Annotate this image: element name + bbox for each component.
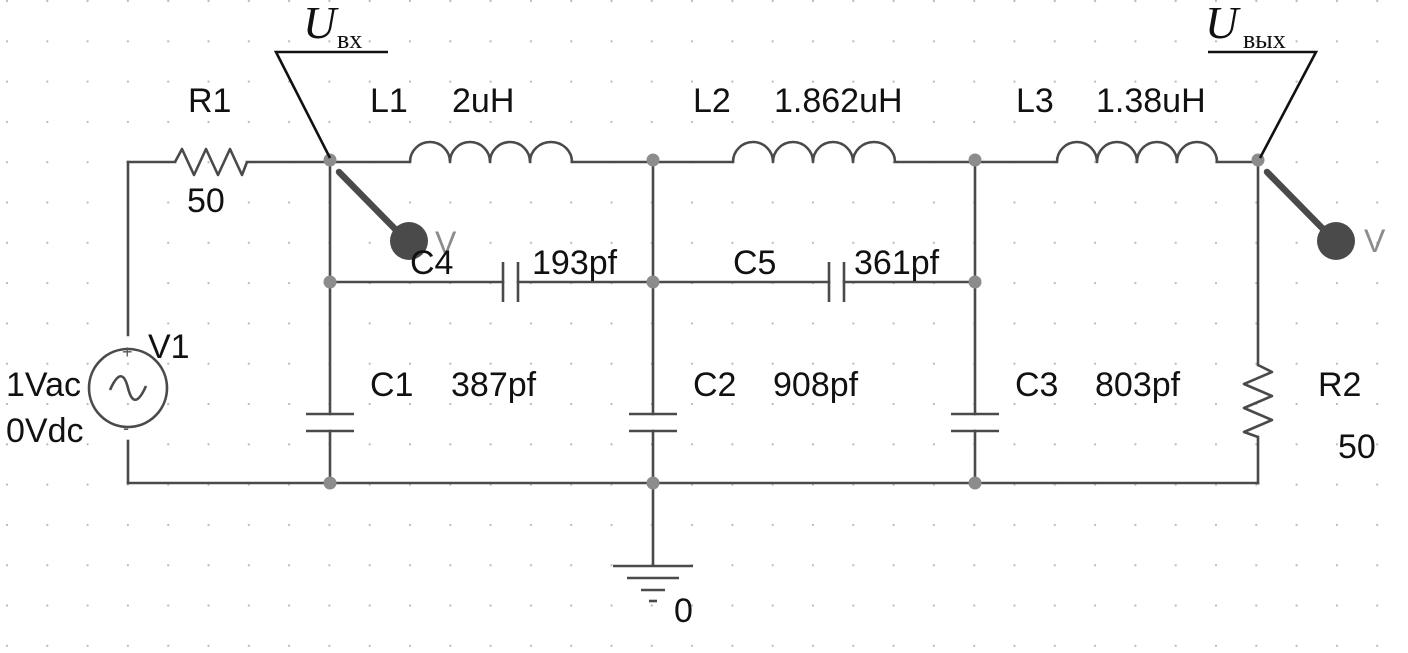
voltage-probe-output[interactable]: V <box>1263 168 1386 260</box>
c1-value: 387pf <box>451 366 537 404</box>
capacitor-c2[interactable] <box>629 412 677 433</box>
c4-value: 193pf <box>532 244 618 282</box>
v1-name: V1 <box>148 328 190 366</box>
l2-value: 1.862uH <box>774 82 903 120</box>
u-output-symbol: U <box>1205 0 1241 48</box>
u-input-subscript: вх <box>337 25 362 54</box>
resistor-r2[interactable] <box>1242 363 1274 439</box>
c3-name: C3 <box>1015 366 1058 404</box>
r2-name: R2 <box>1318 366 1361 404</box>
callout-u-input: U вх <box>273 0 388 159</box>
r1-value: 50 <box>187 182 225 220</box>
inductor-l2[interactable] <box>731 140 897 164</box>
c1-name: C1 <box>370 366 413 404</box>
c4-name: C4 <box>410 244 453 282</box>
capacitor-c5[interactable] <box>827 262 846 302</box>
callout-u-output: U вых <box>1205 0 1319 159</box>
capacitor-c4[interactable] <box>501 262 520 302</box>
probe-input-marker: V <box>435 225 457 261</box>
inductor-l3[interactable] <box>1055 140 1219 164</box>
voltage-source-v1[interactable]: + - <box>87 342 169 438</box>
c5-name: C5 <box>733 244 776 282</box>
resistor-r1[interactable] <box>173 147 249 177</box>
u-input-symbol: U <box>303 0 339 48</box>
l3-name: L3 <box>1016 82 1054 120</box>
inductor-l1[interactable] <box>408 140 574 164</box>
l1-name: L1 <box>370 82 408 120</box>
c2-name: C2 <box>693 366 736 404</box>
r1-name: R1 <box>188 82 231 120</box>
r2-value: 50 <box>1338 428 1376 466</box>
ground-symbol[interactable] <box>613 564 693 603</box>
u-output-subscript: вых <box>1243 25 1286 54</box>
probe-output-marker: V <box>1364 223 1386 259</box>
c5-value: 361pf <box>854 244 940 282</box>
c3-value: 803pf <box>1095 366 1181 404</box>
c2-value: 908pf <box>773 366 859 404</box>
l3-value: 1.38uH <box>1096 82 1206 120</box>
capacitor-c1[interactable] <box>306 412 354 433</box>
l1-value: 2uH <box>452 82 514 120</box>
junction-nodes <box>323 153 1265 490</box>
voltage-probe-input[interactable]: V <box>335 168 457 261</box>
ground-label: 0 <box>674 592 693 630</box>
v1-ac-value: 1Vac <box>6 366 81 404</box>
l2-name: L2 <box>693 82 731 120</box>
v1-minus-sign: - <box>123 418 129 438</box>
v1-plus-sign: + <box>122 342 133 362</box>
capacitor-c3[interactable] <box>951 412 999 433</box>
v1-dc-value: 0Vdc <box>6 412 84 450</box>
